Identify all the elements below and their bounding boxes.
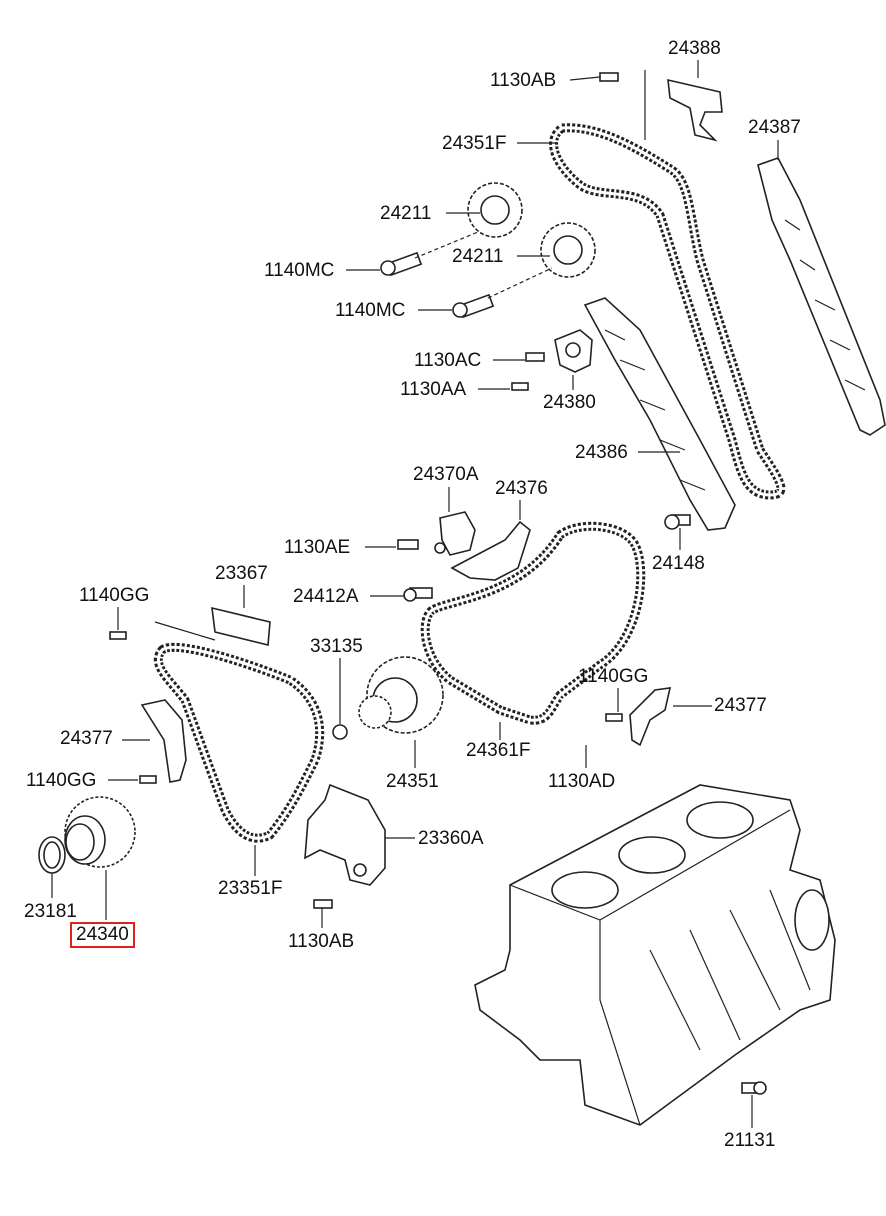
guide-24376 [450,520,531,581]
tensioner-arm-24386 [583,297,736,531]
label-24377-left: 24377 [60,728,113,749]
label-1130aa: 1130AA [400,379,467,400]
label-1130ae: 1130AE [284,537,351,558]
label-1140gg-b: 1140GG [26,770,97,791]
label-33135: 33135 [310,636,363,657]
label-23360a: 23360A [418,828,484,849]
label-24376: 24376 [495,478,548,499]
bolt-21131 [741,1081,767,1095]
crank-sprocket-24340 [64,796,136,868]
upper-chain-inner [552,126,783,497]
guide-rail-24387 [757,157,886,436]
label-1130ab-upper: 1130AB [490,70,557,91]
cam-sprocket-24211-b [540,222,596,278]
label-24386: 24386 [575,442,628,463]
bolt-1140gg-a [109,631,127,640]
lower-chain-inner [156,645,322,840]
label-24148: 24148 [652,553,705,574]
tensioner-24380 [554,329,593,373]
label-1140mc-a: 1140MC [264,260,335,281]
guide-rail-24387-ribs [784,219,866,391]
label-24370a: 24370A [413,464,479,485]
tensioner-24370a [434,511,476,556]
label-1140gg-c: 1140GG [578,666,649,687]
label-24377-right: 24377 [714,695,767,716]
guide-24377-right [629,687,672,747]
label-21131: 21131 [724,1130,776,1151]
bolt-1130ac [525,352,545,362]
sprocket-24351 [358,656,444,734]
bolt-1140mc-a [380,231,479,277]
guide-23367 [154,606,271,646]
label-1130ac: 1130AC [414,350,482,371]
label-23181: 23181 [24,901,77,922]
cam-sprocket-24211-a [467,182,523,238]
label-24388: 24388 [668,38,721,59]
bracket-23360a [304,783,386,886]
label-1140mc-b: 1140MC [335,300,406,321]
label-24380: 24380 [543,392,596,413]
bolt-1140gg-b [139,775,157,784]
bolt-1140gg-c [605,713,623,722]
middle-timing-chain [420,521,646,725]
nut-33135 [332,724,348,740]
label-24340-highlighted[interactable]: 24340 [70,922,135,948]
bolt-1130aa [511,382,529,391]
label-24351f: 24351F [442,133,507,154]
middle-chain-inner [423,524,643,722]
label-1130ad: 1130AD [548,771,616,792]
label-24361f: 24361F [466,740,531,761]
label-24211-a: 24211 [380,203,432,224]
label-24412a: 24412A [293,586,359,607]
label-23367: 23367 [215,563,268,584]
label-1130ab-lower: 1130AB [288,931,355,952]
label-24387: 24387 [748,117,801,138]
bolt-1130ae [397,539,419,550]
label-24211-b: 24211 [452,246,504,267]
tensioner-arm-24386-ribs [604,329,706,491]
bolt-1140mc-b [452,267,553,319]
bolt-24412a [403,587,433,602]
label-24351: 24351 [386,771,439,792]
seal-23181 [38,836,66,874]
leader-lines [51,60,779,1128]
bolt-24148 [664,514,691,530]
bolt-1130ab-lower [313,899,333,909]
guide-24388 [644,70,723,142]
label-1140gg-a: 1140GG [79,585,150,606]
bolt-1130ab-upper [599,72,619,82]
engine-block [474,784,836,1126]
guide-24377-left [140,699,187,783]
label-23351f: 23351F [218,878,283,899]
